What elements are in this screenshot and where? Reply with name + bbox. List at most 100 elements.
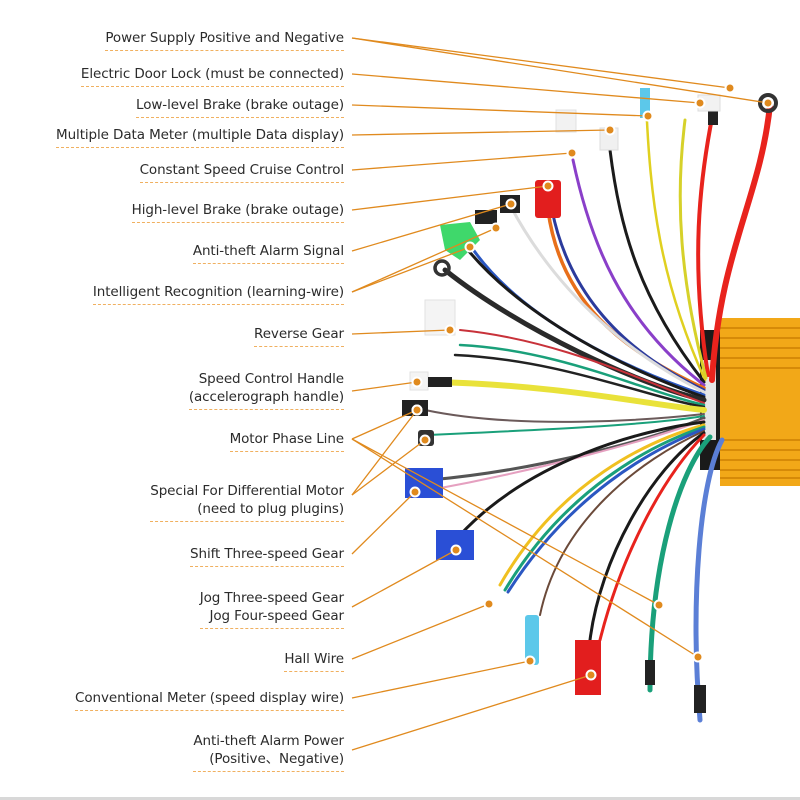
label-text: Special For Differential Motor [150,483,344,499]
leader-line-motor-phase [351,409,418,440]
label-text: Anti-theft Alarm Signal [192,243,344,259]
label-underline [80,86,344,87]
leader-line-power-supply [351,37,731,89]
leader-line-jog-gear [351,549,457,608]
label-hall: Hall Wire [284,650,344,672]
wire-black-4 [458,420,706,537]
leader-line-power-supply [351,37,769,104]
wire-red-alarm [598,433,706,642]
label-text: Jog Four-speed Gear [209,608,344,624]
label-text: Shift Three-speed Gear [190,546,344,562]
label-text: Anti-theft Alarm Power [193,733,344,749]
red-plug [575,640,601,695]
ring-terminal [758,93,778,113]
leader-line-motor-phase [351,438,699,658]
callout-dot-motor-phase [653,599,665,611]
wire-black-alarm [588,431,706,642]
leader-line-cruise [351,152,573,171]
label-text: (accelerograph handle) [188,389,344,405]
leader-line-shift-gear [351,491,416,555]
leader-line-door-lock [351,73,701,104]
label-text: Jog Three-speed Gear [199,590,344,606]
leader-line-differential [351,409,418,496]
label-underline [192,263,344,264]
label-reverse: Reverse Gear [254,325,344,347]
leader-line-learning-wire [351,227,497,293]
wire-green-hall [503,425,706,592]
callout-dot-differential [411,404,423,416]
wire-red-power [709,102,773,383]
label-text: Electric Door Lock (must be connected) [80,66,344,82]
wire-bundle [424,98,773,723]
callout-dot-learning-wire [464,241,476,253]
label-text: Reverse Gear [254,326,344,342]
leader-line-high-brake [351,185,549,211]
label-text: Motor Phase Line [229,431,345,447]
label-underline [199,628,344,629]
label-text: (Positive、Negative) [209,751,344,767]
label-text: Intelligent Recognition (learning-wire) [92,284,344,300]
wire-red-thin [459,329,705,404]
wire-black [608,148,706,384]
label-text: Power Supply Positive and Negative [105,30,344,46]
wire-green-phase [647,434,713,693]
leader-line-low-brake [351,104,649,117]
callout-dot-data-meter [604,124,616,136]
bottom-border [0,797,800,800]
callout-dot-differential [419,434,431,446]
leader-line-data-meter [351,129,611,136]
label-underline [75,710,344,711]
label-underline [92,304,344,305]
wire-yellow-thin [678,118,708,380]
label-underline [254,346,344,347]
wire-black-2 [458,238,706,399]
wire-yellow-green [644,98,707,382]
label-underline [150,521,344,522]
label-door-lock: Electric Door Lock (must be connected) [80,65,344,87]
callout-dot-reverse [444,324,456,336]
callout-dot-power-supply [724,82,736,94]
callout-dot-power-supply [762,97,774,109]
label-underline [284,671,344,672]
label-text: (need to plug plugins) [197,501,344,517]
leader-line-motor-phase [351,438,660,606]
label-text: Multiple Data Meter (multiple Data displ… [56,127,344,143]
label-cruise: Constant Speed Cruise Control [139,161,344,183]
leader-line-throttle [351,381,418,392]
callout-dot-hall [483,598,495,610]
callout-dot-low-brake [642,110,654,122]
label-differential: Special For Differential Motor (need to p… [150,482,344,522]
label-conv-meter: Conventional Meter (speed display wire) [75,689,344,711]
callout-dot-alarm-signal [505,198,517,210]
leader-line-reverse [351,329,451,335]
label-text: Low-level Brake (brake outage) [136,97,344,113]
label-alarm-signal: Anti-theft Alarm Signal [192,242,344,264]
blue-spade [640,88,650,118]
wire-red [696,116,714,377]
label-text: Hall Wire [284,651,344,667]
leader-lines [351,37,774,751]
callout-dot-door-lock [694,97,706,109]
label-learning-wire: Intelligent Recognition (learning-wire) [92,283,344,305]
wire-yellow-throttle [432,379,707,413]
label-underline [229,451,344,452]
label-underline [131,222,344,223]
callout-dot-throttle [411,376,423,388]
label-power-supply: Power Supply Positive and Negative [105,29,344,51]
label-underline [56,147,344,148]
wire-brown [424,409,705,423]
controller-unit [700,318,800,486]
label-underline [190,566,344,567]
label-shift-gear: Shift Three-speed Gear [190,545,344,567]
green-connector [440,222,480,260]
leader-line-alarm-signal [351,203,512,252]
callout-dot-motor-phase [692,651,704,663]
wire-blue-hall [506,427,706,594]
wire-green-2 [427,415,705,436]
label-motor-phase: Motor Phase Line [229,430,345,452]
label-throttle: Speed Control Handle(accelerograph handl… [188,370,344,410]
callout-dot-conv-meter [524,655,536,667]
leader-line-alarm-power [351,674,592,751]
label-underline [193,771,344,772]
